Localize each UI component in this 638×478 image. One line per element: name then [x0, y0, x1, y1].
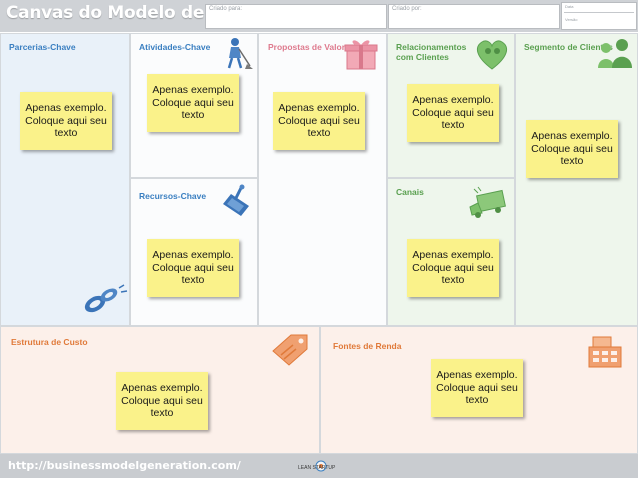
revenue-streams-sticky-note[interactable]: Apenas exemplo. Coloque aqui seu texto — [431, 359, 523, 417]
value-propositions-title: Propostas de Valor — [268, 42, 345, 52]
footer-url-link[interactable]: http://businessmodelgeneration.com/ — [8, 459, 241, 472]
designed-by-field[interactable]: Criado por: — [388, 4, 560, 29]
customer-segments-sticky-note[interactable]: Apenas exemplo. Coloque aqui seu texto — [526, 120, 618, 178]
date-version-field[interactable]: Data Versão — [561, 2, 637, 30]
heart-icon — [476, 40, 508, 70]
channels-sticky-note[interactable]: Apenas exemplo. Coloque aqui seu texto — [407, 239, 499, 297]
cost-structure-title: Estrutura de Custo — [11, 337, 88, 347]
customer-segments-block[interactable]: Segmento de Clientes — [515, 33, 638, 326]
customer-segments-title: Segmento de Clientes — [524, 42, 613, 52]
revenue-streams-title: Fontes de Renda — [333, 341, 402, 351]
cash-register-icon — [588, 336, 622, 368]
key-partners-title: Parcerias-Chave — [9, 42, 76, 52]
delivery-truck-icon — [469, 186, 506, 218]
designed-for-label: Criado para: — [209, 6, 243, 12]
designed-for-field[interactable]: Criado para: — [205, 4, 387, 29]
value-propositions-block[interactable]: Propostas de Valor — [258, 33, 387, 326]
workers-icon — [223, 184, 249, 216]
people-group-icon — [598, 39, 632, 68]
key-resources-title: Recursos-Chave — [139, 191, 207, 201]
channels-title: Canais — [396, 187, 424, 197]
date-line — [564, 12, 634, 13]
date-label: Data — [565, 4, 574, 9]
version-label: Versão — [565, 17, 578, 22]
designed-by-label: Criado por: — [392, 6, 422, 12]
value-propositions-sticky-note[interactable]: Apenas exemplo. Coloque aqui seu texto — [273, 92, 365, 150]
worker-icon — [227, 38, 253, 69]
lean-startup-logo: LEAN STARTUP — [298, 459, 344, 473]
key-activities-sticky-note[interactable]: Apenas exemplo. Coloque aqui seu texto — [147, 74, 239, 132]
cost-structure-sticky-note[interactable]: Apenas exemplo. Coloque aqui seu texto — [116, 372, 208, 430]
customer-relationships-title: Relacionamentos com Clientes — [396, 42, 466, 62]
key-activities-title: Atividades-Chave — [139, 42, 211, 52]
chain-link-icon — [84, 284, 128, 313]
key-partners-block[interactable]: Parcerias-Chave — [0, 33, 130, 326]
customer-relationships-title-line2: com Clientes — [396, 52, 449, 62]
key-resources-sticky-note[interactable]: Apenas exemplo. Coloque aqui seu texto — [147, 239, 239, 297]
key-partners-sticky-note[interactable]: Apenas exemplo. Coloque aqui seu texto — [20, 92, 112, 150]
customer-relationships-title-line1: Relacionamentos — [396, 42, 467, 52]
price-tag-icon — [272, 334, 308, 366]
lean-startup-logo-text: LEAN STARTUP — [298, 465, 336, 471]
customer-relationships-sticky-note[interactable]: Apenas exemplo. Coloque aqui seu texto — [407, 84, 499, 142]
gift-icon — [344, 40, 378, 70]
